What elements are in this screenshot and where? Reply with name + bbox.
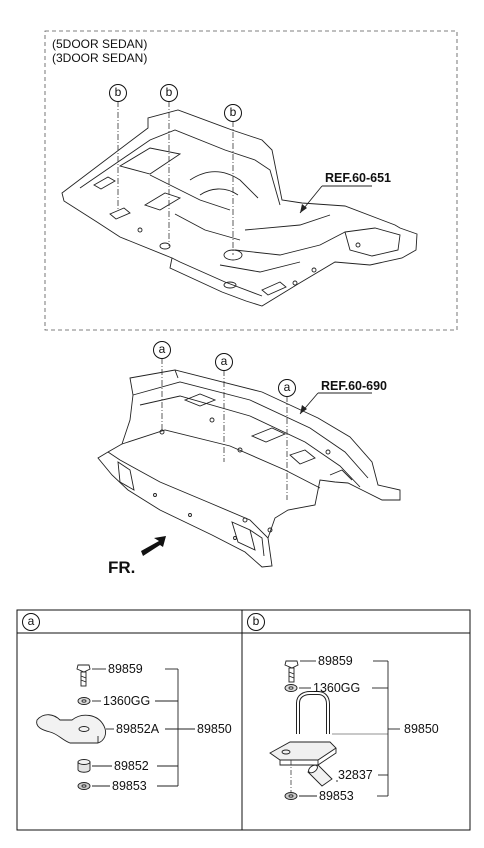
panel-a-bracket-label: 89852A: [116, 722, 160, 736]
callout-a-2: a: [215, 353, 233, 371]
callout-b-3: b: [224, 104, 242, 122]
callout-a-1: a: [153, 341, 171, 359]
front-arrow-icon: [141, 536, 166, 556]
panel-a-key: a: [22, 613, 40, 631]
panel-b-parts: [269, 660, 337, 800]
panel-a-washer-label: 1360GG: [103, 694, 151, 708]
upper-ref-leader: [299, 185, 372, 214]
upper-ref-label: REF.60-651: [325, 171, 392, 185]
panel-a-spacer-label: 89852: [114, 759, 149, 773]
panel-b-nut-label: 89853: [319, 789, 354, 803]
panel-b-bolt-label: 89859: [318, 654, 353, 668]
panel-a-parts: [36, 664, 107, 790]
front-label: FR.: [108, 558, 136, 577]
panel-a-leaders: [92, 668, 195, 787]
upper-callout-leaders: [117, 101, 234, 255]
panel-a-assembly-label: 89850: [197, 722, 232, 736]
panel-b-pin-label: 32837: [338, 768, 373, 782]
callout-b-1: b: [109, 84, 127, 102]
variant-label-5door: (5DOOR SEDAN): [52, 37, 148, 51]
panel-a-nut-label: 89853: [112, 779, 147, 793]
upper-dashed-frame: [44, 30, 458, 331]
lower-ref-label: REF.60-690: [321, 379, 388, 393]
callout-b-2: b: [160, 84, 178, 102]
rear-floor-panel-upper: [61, 109, 418, 307]
lower-ref-leader: [299, 392, 372, 415]
panel-b-washer-label: 1360GG: [313, 681, 361, 695]
package-tray-panel-lower: [97, 369, 401, 568]
lower-callout-leaders: [161, 358, 288, 500]
variant-label-3door: (3DOOR SEDAN): [52, 51, 148, 65]
callout-a-3: a: [278, 379, 296, 397]
panel-b-leaders: [299, 660, 400, 797]
panel-b-assembly-label: 89850: [404, 722, 439, 736]
panel-a-bolt-label: 89859: [108, 662, 143, 676]
parts-table-frame: [16, 609, 471, 831]
panel-b-key: b: [247, 613, 265, 631]
